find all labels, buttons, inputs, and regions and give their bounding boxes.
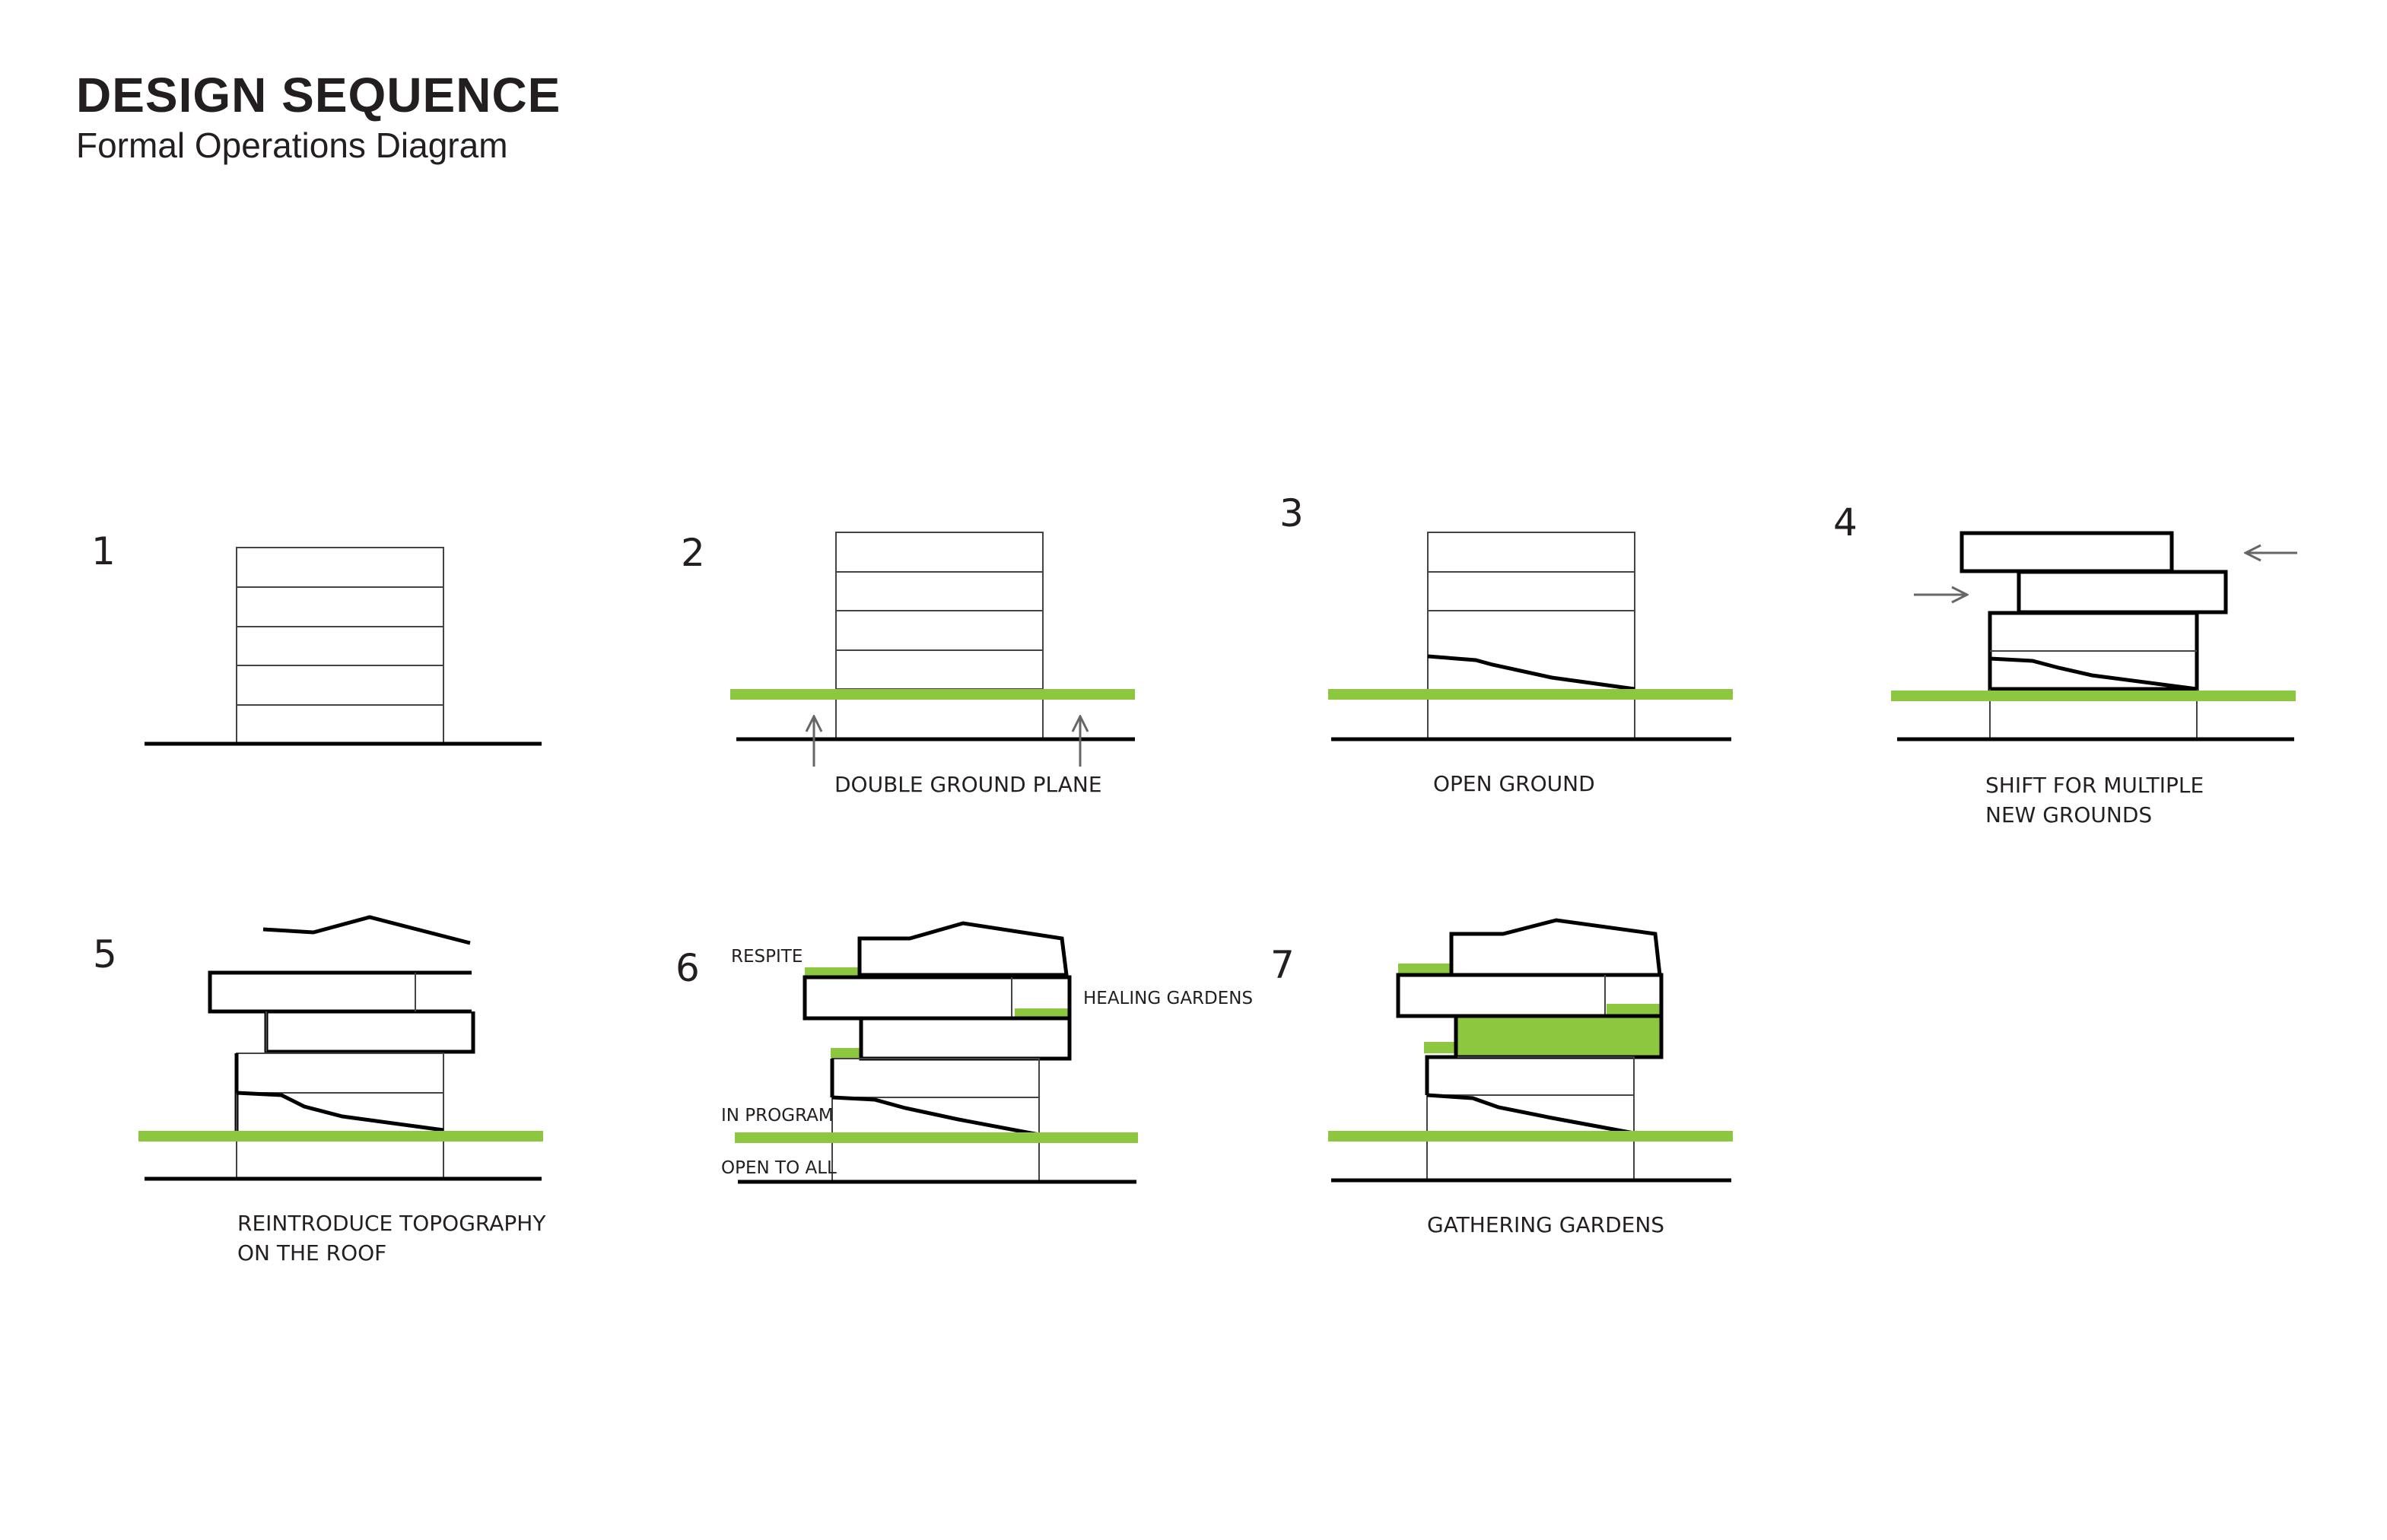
- open-ground-slope: [1989, 656, 2198, 691]
- step-caption-line-2: ON THE ROOF: [237, 1240, 386, 1265]
- step-caption-line-2: NEW GROUNDS: [1985, 802, 2152, 827]
- roof-topography: [1449, 918, 1662, 977]
- step-caption: DOUBLE GROUND PLANE: [834, 772, 1102, 797]
- lower-massing: [1425, 1055, 1635, 1180]
- step-caption-line-1: REINTRODUCE TOPOGRAPHY: [237, 1211, 546, 1236]
- step-4: 4 SHIFT FOR MULTIPLE NEW GROUNDS: [1833, 500, 2297, 827]
- page-title: DESIGN SEQUENCE: [76, 68, 561, 122]
- step-caption: OPEN GROUND: [1433, 771, 1595, 796]
- garden-patches: [1398, 964, 1661, 1057]
- roof-topography: [857, 921, 1069, 977]
- step-caption: GATHERING GARDENS: [1427, 1212, 1664, 1237]
- building-massing: [1427, 532, 1635, 740]
- step-number: 6: [675, 946, 700, 990]
- annotation-healing-gardens: HEALING GARDENS: [1083, 989, 1253, 1008]
- open-ground-slope: [831, 1095, 1040, 1137]
- building-massing: [236, 547, 444, 745]
- step-number: 3: [1279, 491, 1304, 535]
- open-ground-slope: [1427, 654, 1635, 691]
- roof-topography: [262, 915, 471, 945]
- step-caption-line-1: SHIFT FOR MULTIPLE: [1985, 773, 2204, 798]
- annotation-open-to-all: OPEN TO ALL: [721, 1158, 837, 1178]
- step-5: 5 REINTRODUCE TOPOGRAPHY ON THE ROOF: [93, 915, 546, 1265]
- open-ground-slope: [1426, 1093, 1635, 1135]
- floor-slab: [859, 1016, 1072, 1061]
- step-number: 4: [1833, 500, 1858, 545]
- step-number: 1: [91, 529, 116, 573]
- lower-massing: [830, 1058, 1040, 1183]
- building-massing: [835, 532, 1044, 740]
- annotation-in-program: IN PROGRAM: [721, 1106, 834, 1126]
- step-3: 3 OPEN GROUND: [1279, 491, 1733, 796]
- step-7: 7 GATHERING GARDENS: [1270, 918, 1733, 1237]
- shifted-massing: [208, 970, 475, 1179]
- shifted-massing: [1960, 531, 2228, 739]
- page-subtitle: Formal Operations Diagram: [76, 125, 508, 165]
- annotation-respite: RESPITE: [731, 947, 803, 967]
- step-number: 7: [1270, 943, 1295, 987]
- open-ground-slope: [236, 1091, 444, 1132]
- step-number: 2: [681, 531, 705, 575]
- step-1: 1: [91, 529, 542, 746]
- step-number: 5: [93, 932, 117, 976]
- step-6: 6 RESPITE HEALING GARDENS IN PROGRAM: [675, 921, 1253, 1184]
- garden-patches: [805, 967, 1070, 1058]
- step-2: 2 DOUBLE GROUND PLANE: [681, 531, 1135, 797]
